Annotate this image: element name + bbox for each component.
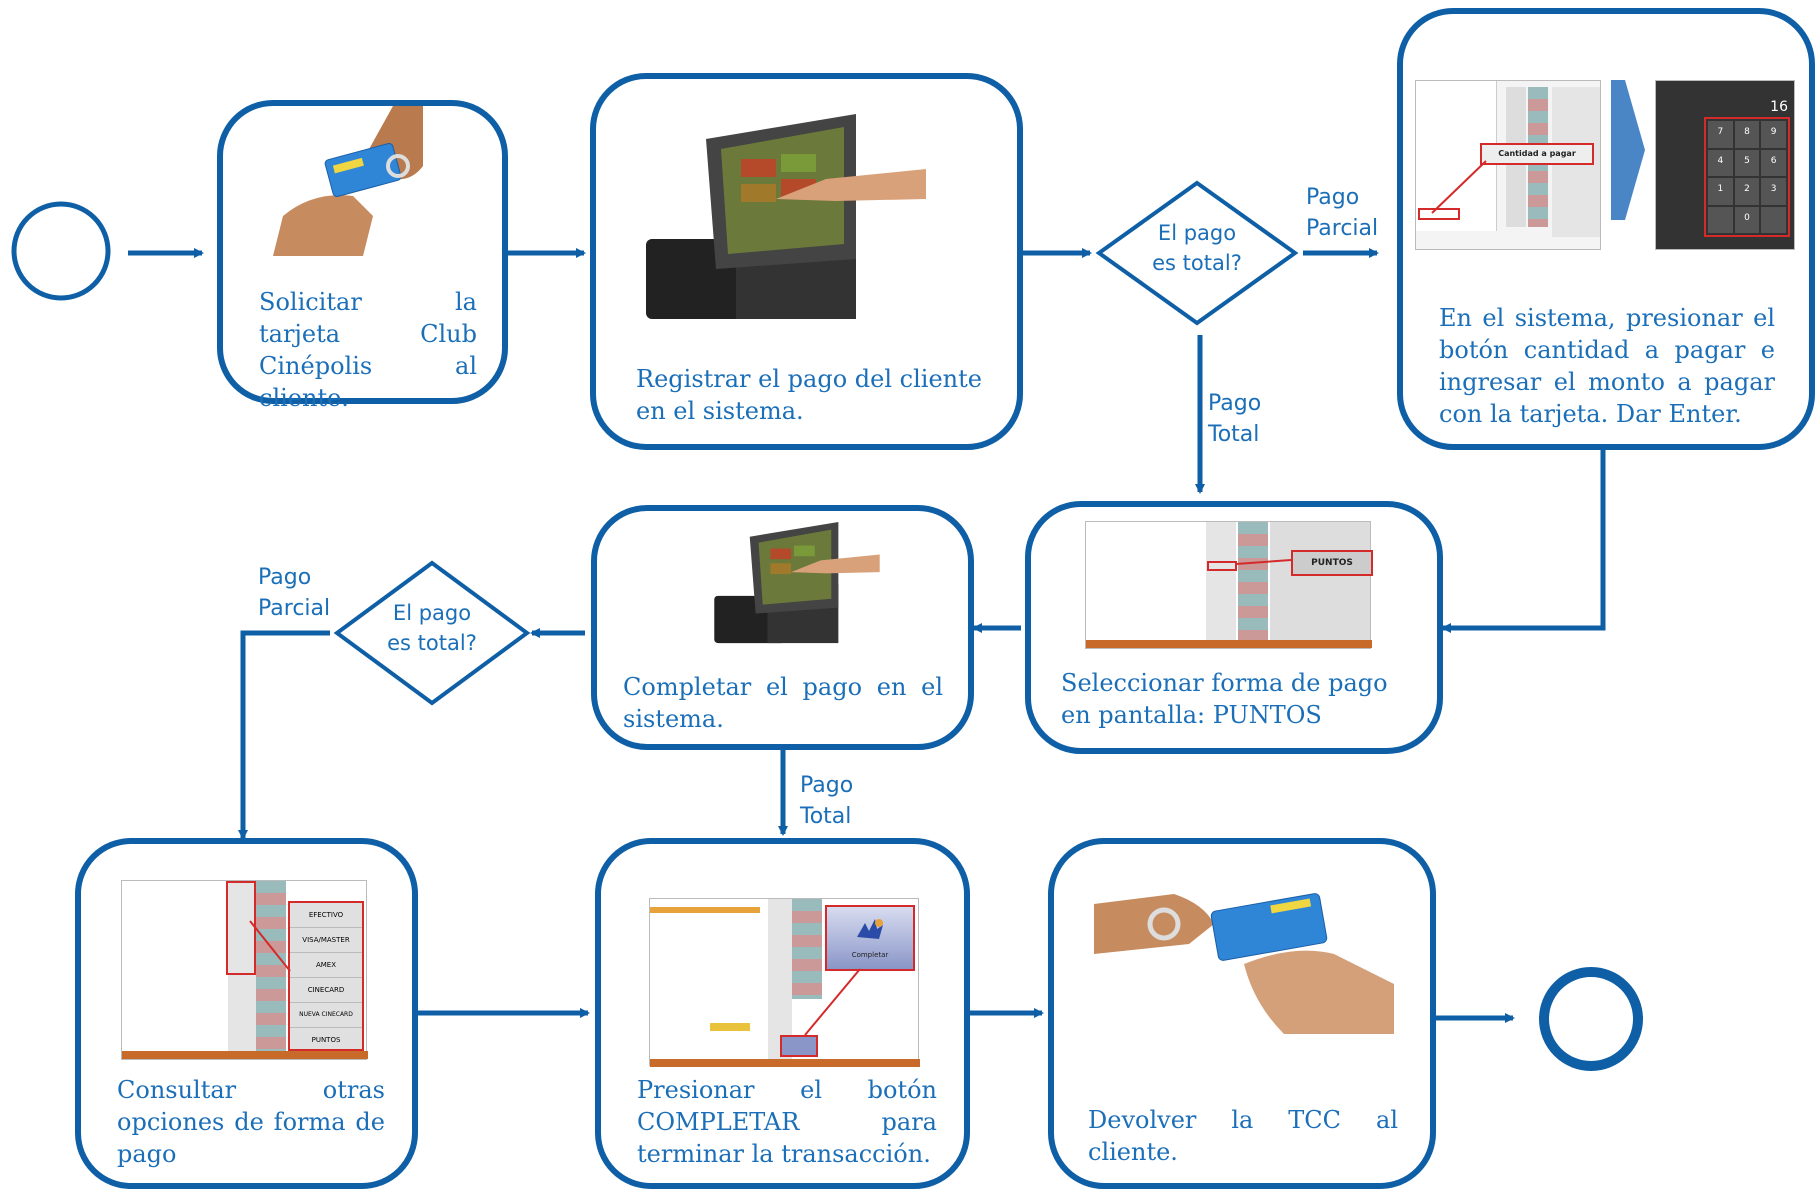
- menu-puntos[interactable]: PUNTOS: [311, 1036, 341, 1044]
- menu-visa-master[interactable]: VISA/MASTER: [290, 928, 362, 953]
- menu-efectivo[interactable]: EFECTIVO: [290, 903, 362, 928]
- key-4[interactable]: 4: [1708, 149, 1733, 176]
- puntos-button[interactable]: PUNTOS: [1291, 550, 1373, 576]
- hand-icon: [857, 919, 883, 939]
- label-partial-2-line2: Parcial: [258, 596, 331, 621]
- label-total-1: Pago Total: [1208, 388, 1261, 450]
- cantidad-button[interactable]: Cantidad a pagar: [1480, 143, 1594, 165]
- label-partial-2-line1: Pago: [258, 565, 312, 590]
- step-request-card: Solicitar la tarjeta Club Cinépolis al c…: [217, 100, 508, 412]
- decision-2: [333, 560, 531, 706]
- step-enter-amount-text: En el sistema, presionar el botón cantid…: [1439, 304, 1775, 428]
- key-7[interactable]: 7: [1708, 121, 1733, 148]
- step-other-options-text: Consultar otras opciones de forma de pag…: [117, 1076, 385, 1168]
- key-6[interactable]: 6: [1761, 149, 1786, 176]
- decision-1-line2: es total?: [1152, 251, 1242, 275]
- step-register-payment: Registrar el pago del cliente en el sist…: [590, 73, 1023, 450]
- card-return-image: [1094, 884, 1394, 1034]
- step-press-complete: Completar Presionar el botón COMPLETAR p…: [595, 838, 970, 1189]
- label-partial-2: Pago Parcial: [258, 562, 330, 624]
- key-2[interactable]: 2: [1734, 178, 1760, 205]
- key-1[interactable]: 1: [1708, 178, 1733, 205]
- card-handover-image: [273, 106, 443, 256]
- step-complete-payment: Completar el pago en el sistema.: [591, 505, 974, 750]
- label-partial-1-line2: Parcial: [1306, 216, 1379, 241]
- pos-screen-menu: EFECTIVO VISA/MASTER AMEX CINECARD NUEVA…: [121, 880, 368, 1060]
- step-select-points-text: Seleccionar forma de pago en pantalla: P…: [1061, 669, 1388, 729]
- key-9[interactable]: 9: [1761, 121, 1786, 148]
- decision-1-text: El pago es total?: [1137, 218, 1257, 278]
- menu-nueva-cinecard[interactable]: NUEVA CINECARD: [290, 1003, 362, 1028]
- pos-terminal-image: [646, 109, 926, 329]
- start-event: [11, 201, 111, 301]
- pos-terminal-small-image: [709, 519, 885, 649]
- decision-2-line1: El pago: [392, 601, 472, 625]
- amount-display: 16: [1770, 99, 1788, 115]
- key-5[interactable]: 5: [1734, 149, 1760, 176]
- pos-screen-amount: Cantidad a pagar: [1415, 80, 1601, 250]
- end-event: [1539, 967, 1643, 1071]
- decision-1: [1095, 180, 1299, 326]
- menu-cinecard[interactable]: CINECARD: [290, 978, 362, 1003]
- decision-1-line1: El pago: [1157, 221, 1237, 245]
- chevron-right-icon: [1611, 80, 1645, 220]
- completar-button[interactable]: Completar: [825, 905, 915, 971]
- label-total-1-line2: Total: [1208, 422, 1260, 447]
- label-total-2: Pago Total: [800, 770, 853, 832]
- label-total-2-line1: Pago: [800, 773, 854, 798]
- decision-2-text: El pago es total?: [372, 598, 492, 658]
- label-total-2-line2: Total: [800, 804, 852, 829]
- step-return-card-text: Devolver la TCC al cliente.: [1088, 1106, 1398, 1166]
- completar-label: Completar: [851, 951, 889, 959]
- step-other-options: EFECTIVO VISA/MASTER AMEX CINECARD NUEVA…: [75, 838, 418, 1189]
- step-request-card-text: Solicitar la tarjeta Club Cinépolis al c…: [259, 288, 477, 412]
- arrow-s3-to-s4: [1441, 450, 1606, 633]
- key-3[interactable]: 3: [1761, 178, 1786, 205]
- key-0[interactable]: 0: [1734, 206, 1760, 233]
- step-complete-payment-text: Completar el pago en el sistema.: [623, 673, 943, 733]
- keypad: 7 8 9 4 5 6 1 2 3 0: [1704, 117, 1790, 237]
- payment-menu: EFECTIVO VISA/MASTER AMEX CINECARD NUEVA…: [288, 901, 364, 1051]
- label-partial-1-line1: Pago: [1306, 185, 1360, 210]
- pos-screen-completar: Completar: [649, 898, 920, 1067]
- step-enter-amount: Cantidad a pagar 16 7 8 9 4 5 6 1 2 3 0 …: [1397, 8, 1815, 450]
- step-select-points: PUNTOS Seleccionar forma de pago en pant…: [1025, 501, 1443, 754]
- decision-2-line2: es total?: [387, 631, 477, 655]
- step-return-card: Devolver la TCC al cliente.: [1048, 838, 1436, 1189]
- key-8[interactable]: 8: [1734, 121, 1760, 148]
- pos-screen-puntos: PUNTOS: [1085, 521, 1373, 649]
- menu-amex[interactable]: AMEX: [290, 953, 362, 978]
- arrow-d2-partial: [238, 630, 330, 840]
- step-press-complete-text: Presionar el botón COMPLETAR para termin…: [637, 1076, 937, 1168]
- pos-screen-keypad: 16 7 8 9 4 5 6 1 2 3 0: [1655, 80, 1795, 250]
- label-total-1-line1: Pago: [1208, 391, 1262, 416]
- step-register-payment-text: Registrar el pago del cliente en el sist…: [636, 365, 982, 425]
- label-partial-1: Pago Parcial: [1306, 182, 1378, 244]
